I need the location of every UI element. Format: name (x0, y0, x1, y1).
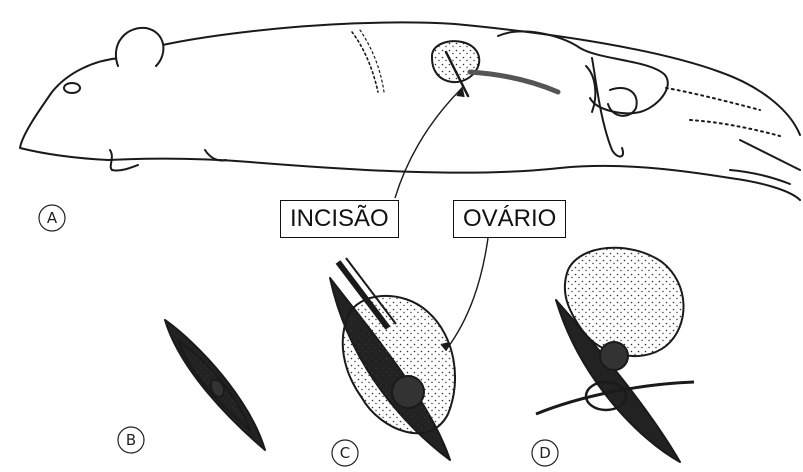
rat-illustration (20, 22, 800, 200)
panel-c-ovary-exteriorized (330, 258, 455, 460)
panel-a-label: A (47, 209, 58, 227)
panel-b-incision (165, 320, 265, 450)
ovary-label: OVÁRIO (453, 200, 566, 238)
incision-label: INCISÃO (280, 200, 399, 238)
panel-c-label: C (340, 444, 350, 462)
panel-d-ovary-ligation (536, 248, 694, 462)
panel-b-label: B (126, 431, 136, 449)
panel-d-label: D (539, 444, 551, 462)
